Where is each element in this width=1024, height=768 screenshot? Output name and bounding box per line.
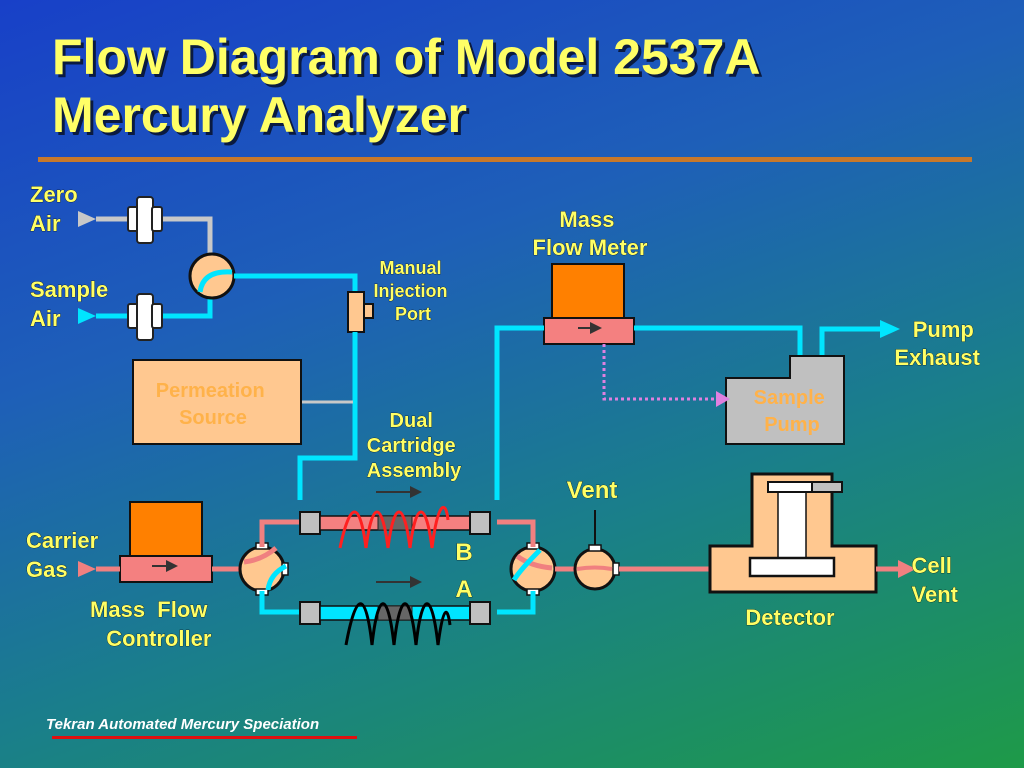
left-valve-to-cartridge-b-line (259, 519, 300, 547)
sample-air-filter (127, 293, 163, 341)
mass-flow-controller-body (129, 501, 203, 559)
pump-exhaust-line (819, 326, 880, 358)
cartridge-b-to-right-valve-line (497, 519, 536, 547)
sample-air-label: Sample Air (30, 277, 114, 331)
left-valve-to-cartridge-a-line (259, 591, 300, 615)
carrier-gas-label: Carrier Gas (26, 528, 104, 582)
valve-to-injection-port-line (234, 273, 358, 292)
cartridge-a-label: A (455, 576, 472, 603)
cartridge-a-to-right-valve-line (497, 591, 536, 615)
sample-pump-body (725, 355, 845, 445)
mass-flow-controller-base (119, 555, 213, 583)
zero-air-line-to-valve (158, 216, 213, 254)
cartridge-b (299, 506, 491, 549)
right-cartridge-valve (509, 542, 557, 596)
cartridge-a-heater-coil (344, 602, 452, 646)
left-cartridge-valve (238, 542, 289, 596)
flow-meter-to-pump-line (634, 325, 803, 358)
dual-cartridge-assembly-label: Dual Cartridge Assembly (367, 410, 462, 482)
zero-air-filter (127, 196, 163, 244)
zero-air-inlet-arrow (78, 211, 96, 227)
cartridge-b-label: B (455, 539, 472, 566)
sample-pump-label: Sample Pump (754, 387, 831, 436)
manual-injection-port-label: Manual Injection Port (373, 258, 452, 324)
mass-flow-controller-label: Mass Flow Controller (0, 0, 238, 651)
permeation-source-label: Permeation Source (156, 380, 271, 429)
title-line-2: Mercury Analyzer (52, 87, 467, 143)
title-underline (38, 157, 972, 162)
cartridge-to-flow-meter-line (494, 325, 544, 500)
mass-flow-meter-base (543, 317, 635, 345)
pump-control-signal-line (602, 344, 718, 401)
footer-underline (52, 736, 357, 739)
cell-vent-label: Cell Vent (912, 553, 959, 607)
permeation-source-box (132, 359, 302, 445)
detector-lamp (777, 485, 807, 561)
zero-air-label: Zero Air (30, 182, 84, 236)
pump-control-signal-arrow (716, 391, 730, 407)
detector (708, 472, 878, 594)
cell-vent-arrow (898, 560, 916, 578)
vent-label: Vent (567, 477, 618, 504)
title-line-1: Flow Diagram of Model 2537A (52, 29, 761, 85)
inlet-selector-valve (188, 252, 236, 300)
manual-injection-port (347, 291, 374, 333)
injection-port-to-cartridge-line (297, 332, 358, 500)
sample-air-line-to-valve (158, 295, 213, 319)
pump-exhaust-label: Pump Exhaust (894, 317, 980, 370)
vent-valve (573, 510, 620, 591)
detector-label: Detector (745, 605, 835, 630)
detector-cell (748, 556, 836, 578)
mass-flow-meter-label: Mass Flow Meter (533, 207, 648, 260)
carrier-gas-inlet-arrow (78, 561, 96, 577)
mass-flow-meter-body (551, 263, 625, 321)
cartridge-b-heater-coil (338, 506, 450, 549)
cartridge-a (299, 601, 491, 646)
sample-air-inlet-arrow (78, 308, 96, 324)
footer-text: Tekran Automated Mercury Speciation (46, 716, 320, 733)
page-title: Flow Diagram of Model 2537A Mercury Anal… (52, 28, 760, 144)
pump-exhaust-arrow (880, 320, 900, 338)
